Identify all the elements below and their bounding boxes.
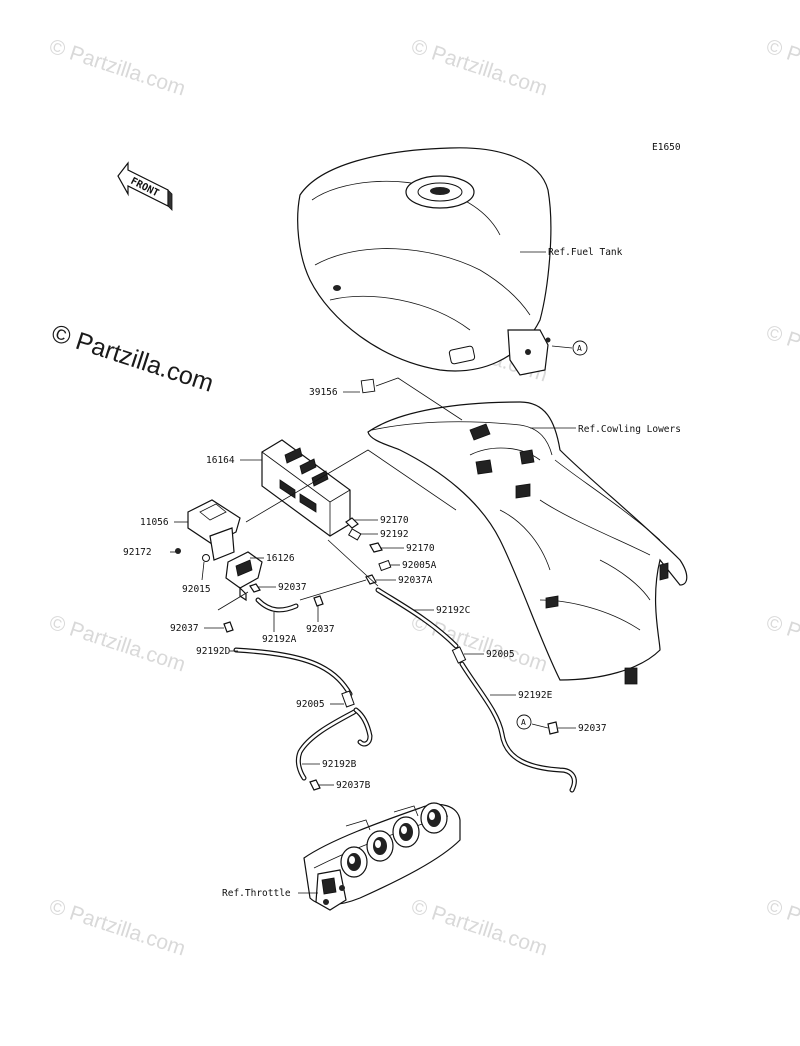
bracket xyxy=(187,499,241,561)
clip xyxy=(223,621,234,633)
part-92037b: 92037B xyxy=(336,780,371,791)
watermark-main: © Partzilla.com xyxy=(48,319,217,398)
hose-92192c xyxy=(375,587,459,649)
hose-92192d xyxy=(233,647,353,697)
part-92005a: 92005A xyxy=(402,560,437,571)
clip xyxy=(369,542,383,553)
clip xyxy=(309,779,321,791)
part-11056: 11056 xyxy=(140,517,169,528)
clip xyxy=(313,595,324,607)
nut xyxy=(202,554,210,562)
joint xyxy=(341,690,355,708)
callout-circle xyxy=(572,340,588,356)
part-16164: 16164 xyxy=(206,455,235,466)
leader-line xyxy=(217,591,249,611)
part-39156: 39156 xyxy=(309,387,338,398)
leader-line xyxy=(201,561,205,581)
part-92192d: 92192D xyxy=(196,646,231,657)
clip xyxy=(345,517,359,529)
part-92172: 92172 xyxy=(123,547,152,558)
part-92005-b: 92005 xyxy=(296,699,325,710)
leader-line xyxy=(375,377,463,421)
ref-throttle: Ref.Throttle xyxy=(222,888,291,899)
throttle-body xyxy=(303,802,461,911)
cowling-lowers xyxy=(367,401,688,685)
screw xyxy=(175,548,181,554)
leader-line xyxy=(531,723,549,729)
label-pad xyxy=(360,378,376,394)
part-92037-c: 92037 xyxy=(306,624,335,635)
ref-cowling: Ref.Cowling Lowers xyxy=(578,424,681,435)
part-92037-a: 92037 xyxy=(278,582,307,593)
watermark: © Partzilla.com xyxy=(763,321,800,387)
watermark: © Partzilla.com xyxy=(408,35,550,101)
front-arrow-icon: FRONT xyxy=(117,161,173,211)
watermark: © Partzilla.com xyxy=(763,895,800,961)
callout-circle xyxy=(516,714,532,730)
part-92005-a: 92005 xyxy=(486,649,515,660)
short-hose xyxy=(347,528,362,541)
purge-valve xyxy=(225,551,263,602)
part-92192c: 92192C xyxy=(436,605,470,616)
part-92170-a: 92170 xyxy=(380,515,409,526)
watermark: © Partzilla.com xyxy=(763,611,800,677)
part-92015: 92015 xyxy=(182,584,211,595)
fuel-tank xyxy=(297,147,552,376)
callout-a-lower: A xyxy=(521,718,526,727)
ref-fuel-tank: Ref.Fuel Tank xyxy=(548,247,623,258)
leader-line xyxy=(551,345,573,349)
leader-line xyxy=(327,539,379,587)
hose-92192b xyxy=(295,707,373,781)
leader-line xyxy=(245,449,457,523)
watermark: © Partzilla.com xyxy=(46,35,188,101)
part-92037-b: 92037 xyxy=(170,623,199,634)
part-92192a: 92192A xyxy=(262,634,297,645)
part-92170-b: 92170 xyxy=(406,543,435,554)
hose-92192e xyxy=(459,661,577,793)
part-92037-d: 92037 xyxy=(578,723,607,734)
callout-a: A xyxy=(577,344,582,353)
watermark: © Partzilla.com xyxy=(408,895,550,961)
part-16126: 16126 xyxy=(266,553,295,564)
leader-line xyxy=(299,579,367,601)
hose-92192a xyxy=(255,597,299,613)
joint xyxy=(378,559,392,572)
part-92037a: 92037A xyxy=(398,575,433,586)
joint xyxy=(451,646,467,664)
watermark: © Partzilla.com xyxy=(763,35,800,101)
watermark: © Partzilla.com xyxy=(46,611,188,677)
watermark: © Partzilla.com xyxy=(46,895,188,961)
diagram-code: E1650 xyxy=(652,142,681,153)
clip xyxy=(547,721,559,735)
part-92192: 92192 xyxy=(380,529,409,540)
clip xyxy=(249,583,261,593)
part-92192b: 92192B xyxy=(322,759,357,770)
part-92192e: 92192E xyxy=(518,690,553,701)
canister xyxy=(261,439,351,537)
